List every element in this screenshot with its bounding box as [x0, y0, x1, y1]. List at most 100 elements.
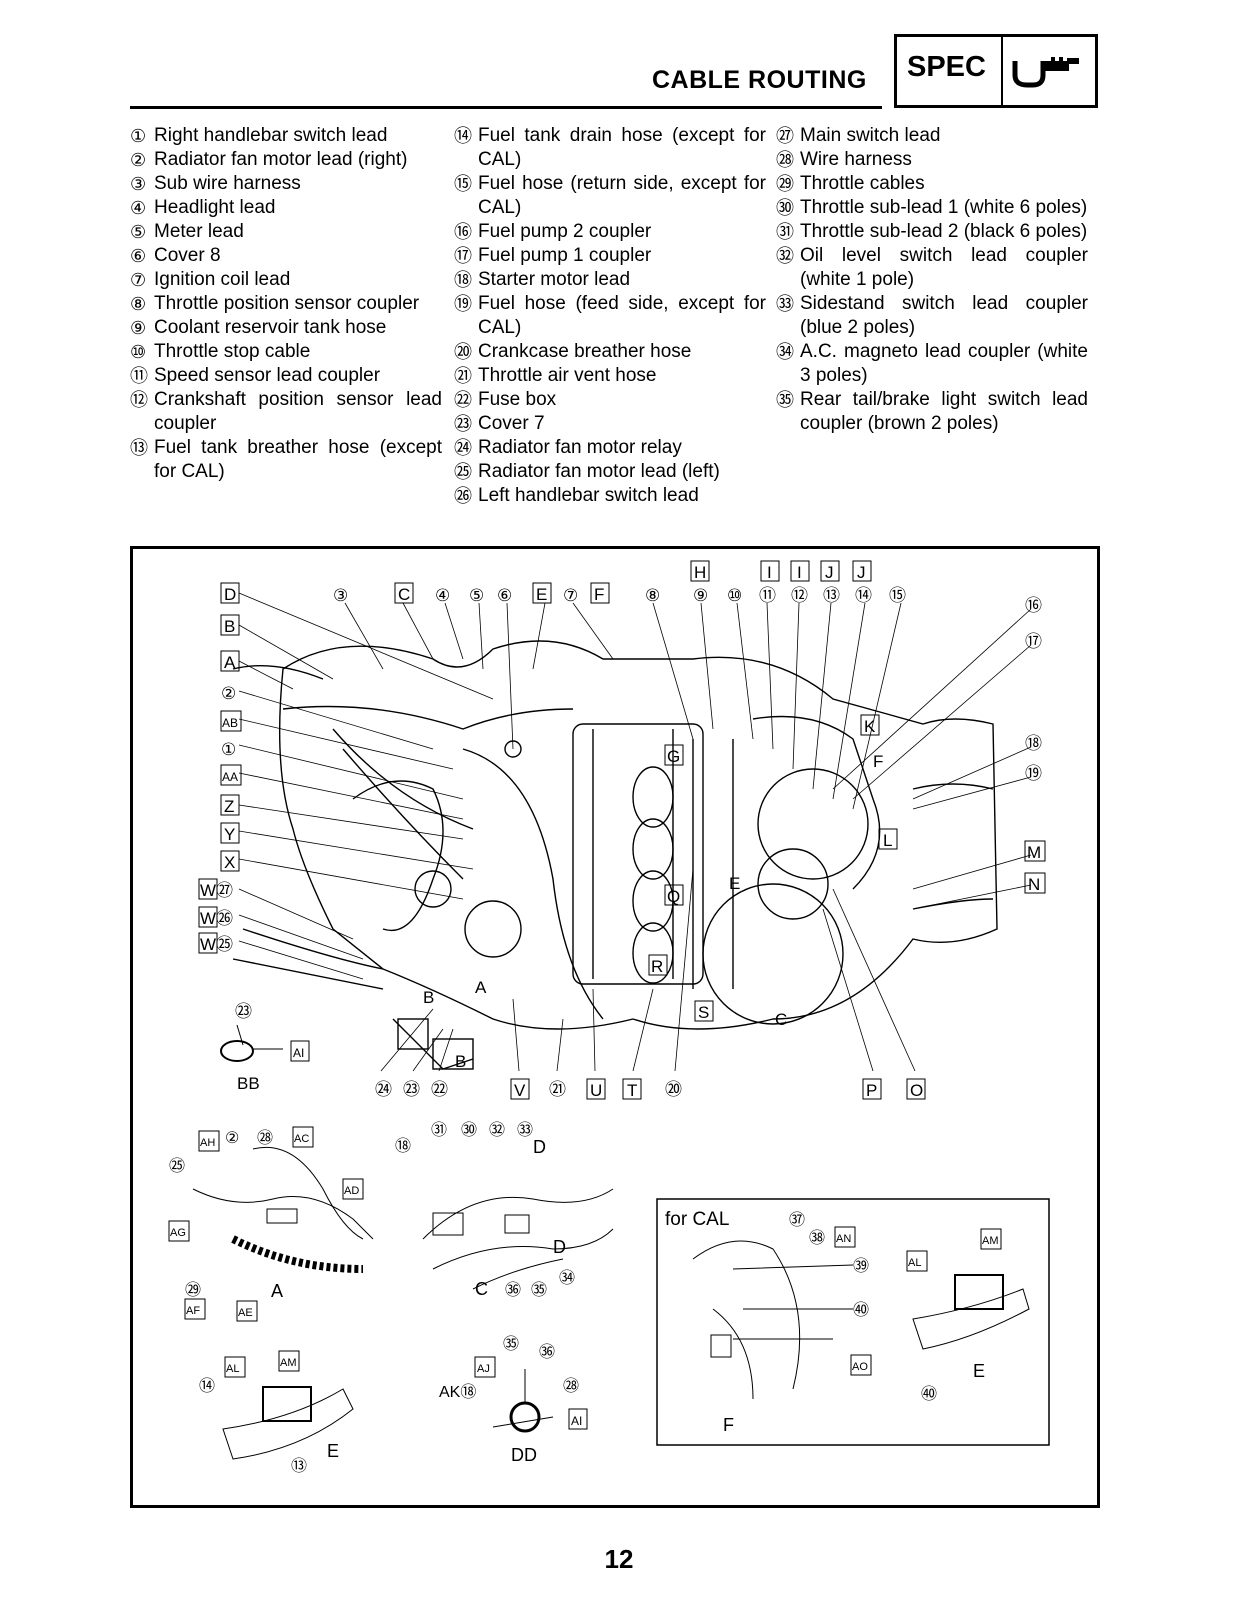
label-V: V — [514, 1081, 526, 1100]
label-13: ⑬ — [823, 586, 840, 605]
legend-text: Cover 7 — [478, 413, 545, 434]
legend-text: Right handlebar switch lead — [154, 125, 388, 146]
cal-label-37: ㊲ — [789, 1211, 805, 1229]
label-E-inner: E — [729, 874, 740, 893]
label-N: N — [1028, 875, 1040, 894]
legend-text: Main switch lead — [800, 125, 941, 146]
legend-number: ④ — [130, 198, 147, 218]
legend-text: Radiator fan motor lead (right) — [154, 149, 408, 170]
legend-number: ㉓ — [454, 414, 472, 434]
legend-text: Speed sensor lead coupler — [154, 365, 381, 386]
legend-number: ㉒ — [454, 390, 472, 410]
label-B-inner-2: B — [455, 1052, 466, 1071]
c-label-D-1: D — [533, 1137, 546, 1157]
cable-routing-diagram: D ③ C ④ ⑤ ⑥ E ⑦ F ⑧ ⑨ ⑩ ⑪ ⑫ ⑬ ⑭ ⑮ H I I — [130, 546, 1100, 1508]
legend-number: ⑲ — [454, 294, 472, 314]
legend-text: Fuel pump 2 coupler — [478, 221, 652, 242]
legend-text: Ignition coil lead — [154, 269, 291, 290]
legend-text: Sidestand switch lead coupler (blue 2 po… — [800, 293, 1088, 338]
label-12: ⑫ — [791, 586, 808, 605]
legend-item: ⑯ Fuel pump 2 coupler — [454, 220, 766, 244]
cal-e-label-40: ㊵ — [921, 1385, 937, 1403]
dd-label-36: ㊱ — [539, 1343, 555, 1361]
caliper-icon — [1012, 57, 1079, 88]
cal-e-label-AL: AL — [908, 1257, 921, 1269]
label-R: R — [651, 957, 663, 976]
label-Z: Z — [224, 797, 234, 816]
legend-text: Fuel tank breather hose (except for CAL) — [154, 437, 442, 482]
legend-text: Cover 8 — [154, 245, 221, 266]
dd-label-AK18: AK⑱ — [439, 1383, 476, 1401]
c-label-32: ㉜ — [489, 1121, 505, 1139]
a-label-29: ㉙ — [185, 1281, 201, 1299]
detail-BB: ㉓ AI BB — [220, 1002, 310, 1093]
legend-number: ⑬ — [130, 438, 148, 458]
e-label-AM: AM — [280, 1357, 297, 1369]
legend-text: Fuel pump 1 coupler — [478, 245, 652, 266]
cal-e-caption: E — [973, 1361, 985, 1381]
legend-text: Starter motor lead — [478, 269, 631, 290]
label-F: F — [594, 585, 604, 604]
legend-number: ⑦ — [130, 270, 147, 290]
label-J-2: J — [857, 563, 866, 582]
legend-text: Sub wire harness — [154, 173, 301, 194]
a-label-AH: AH — [200, 1137, 215, 1149]
legend-number: ㉛ — [776, 222, 794, 242]
legend-item: ④ Headlight lead — [130, 196, 442, 220]
label-P: P — [866, 1081, 877, 1100]
cal-title: for CAL — [665, 1209, 729, 1230]
c-caption: C — [475, 1279, 488, 1299]
label-9: ⑨ — [693, 586, 708, 605]
bottom-labels: ㉔ ㉓ ㉒ V ㉑ U T ⑳ P O — [375, 1078, 926, 1100]
label-A-inner: A — [475, 978, 487, 997]
dd-label-AI: AI — [571, 1414, 582, 1428]
label-Q: Q — [667, 887, 680, 906]
cal-label-AO: AO — [852, 1361, 868, 1373]
legend-number: ㉑ — [454, 366, 472, 386]
label-14: ⑭ — [855, 586, 872, 605]
cal-label-39: ㊴ — [853, 1257, 869, 1275]
c-label-D-2: D — [553, 1237, 566, 1257]
legend-text: Throttle position sensor coupler — [154, 293, 420, 314]
label-M: M — [1027, 843, 1041, 862]
legend-number: ㉗ — [776, 126, 794, 146]
legend-number: ⑥ — [130, 246, 147, 266]
a-label-25: ㉕ — [169, 1157, 185, 1175]
a-label-28: ㉘ — [257, 1129, 273, 1147]
c-label-18: ⑱ — [395, 1137, 411, 1155]
legend-text: Headlight lead — [154, 197, 276, 218]
label-23: ㉓ — [403, 1080, 420, 1099]
spec-badge-divider — [1001, 37, 1003, 105]
a-label-AF: AF — [186, 1305, 200, 1317]
legend-number: ⑯ — [454, 222, 472, 242]
a-label-AC: AC — [294, 1133, 309, 1145]
e-label-13: ⑬ — [291, 1457, 307, 1475]
label-A: A — [224, 653, 236, 672]
label-3: ③ — [333, 586, 348, 605]
cal-label-40: ㊵ — [853, 1301, 869, 1319]
label-6: ⑥ — [497, 586, 512, 605]
leader-lines — [238, 592, 1032, 1072]
legend-number: ⑱ — [454, 270, 472, 290]
dd-caption: DD — [511, 1445, 537, 1465]
legend-number: ㉜ — [776, 246, 794, 266]
bb-label-AI: AI — [293, 1046, 304, 1060]
cal-label-38: ㊳ — [809, 1229, 825, 1247]
label-G: G — [667, 747, 680, 766]
main-illustration — [232, 640, 998, 1070]
legend-number: ⑮ — [454, 174, 472, 194]
c-label-30: ㉚ — [461, 1121, 477, 1139]
